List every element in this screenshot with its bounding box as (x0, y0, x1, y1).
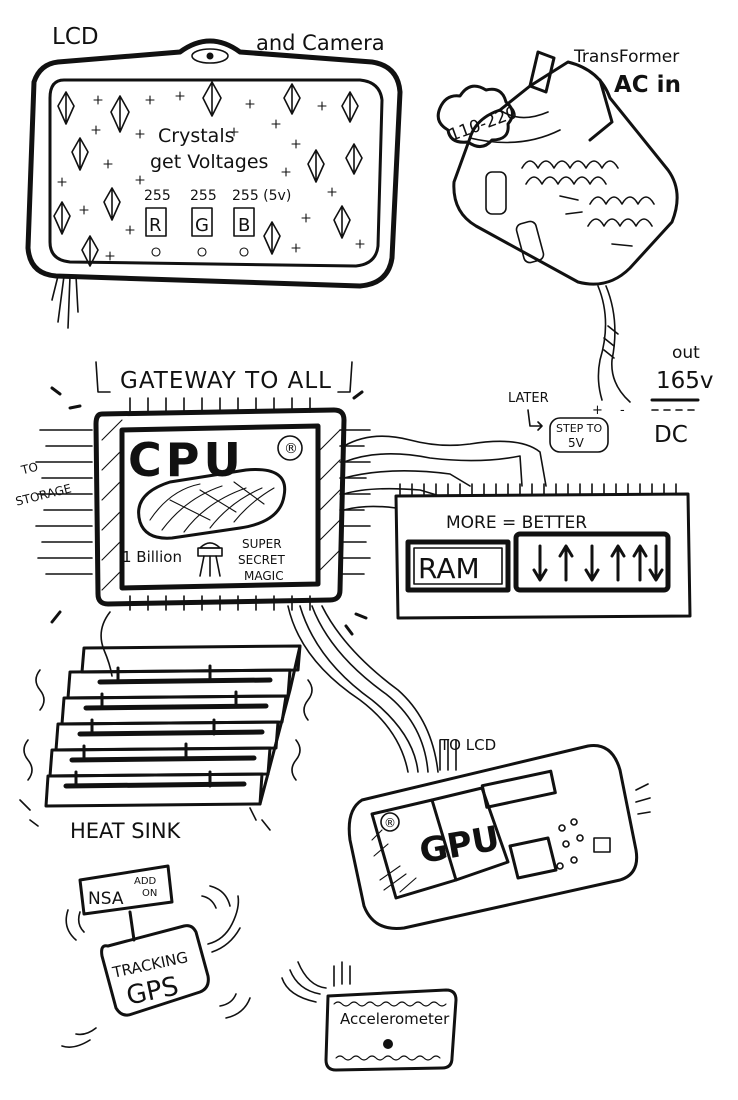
to-storage-line2: STORAGE (14, 481, 73, 508)
cpu-registered-mark: ® (284, 441, 298, 457)
billion-label: 1 Billion (122, 548, 182, 566)
channel-r-letter: R (149, 215, 162, 236)
gps-module: NSA ADD ON TRACKING GPS (61, 864, 251, 1048)
cpu-die-icon (137, 468, 287, 540)
sparkle-icons (57, 91, 365, 261)
transistor-icon (197, 542, 223, 577)
input-voltage-label: 110-220 (446, 103, 520, 146)
ram-module: MORE = BETTER RAM (343, 435, 692, 620)
plus-sign: + (592, 403, 603, 418)
camera-icon (191, 48, 229, 64)
crystals-label-line1: Crystals (158, 125, 235, 147)
magic-label-line3: MAGIC (244, 569, 284, 583)
dc-label: DC (654, 422, 688, 448)
minus-sign: - (620, 403, 625, 418)
lcd-title: LCD (52, 24, 99, 50)
to-lcd-label: TO LCD (439, 736, 496, 754)
cpu-chip: GATEWAY TO ALL CPU ® 1 Billion SUPER SEC… (14, 361, 371, 636)
heat-sink-label: HEAT SINK (70, 819, 182, 843)
transformer-title: TransFormer (573, 47, 679, 67)
ac-in-label: AC in (614, 72, 681, 98)
lcd-panel: LCD and Camera Crystals get Voltages 255… (25, 24, 403, 329)
gpu-card: ® GPU (347, 744, 651, 931)
to-storage-line1: TO (19, 460, 40, 478)
nsa-label: NSA (88, 889, 124, 909)
accelerometer-module: Accelerometer (281, 961, 458, 1072)
ram-bit-arrows (532, 544, 664, 582)
channel-g-letter: G (195, 215, 209, 236)
gpu-registered-mark: ® (384, 816, 396, 830)
out-label: out (672, 343, 700, 363)
channel-b-letter: B (238, 215, 250, 236)
ram-label: RAM (418, 552, 480, 585)
accelerometer-label: Accelerometer (340, 1010, 450, 1028)
coil-icons (485, 160, 655, 264)
magic-label-line2: SECRET (238, 553, 285, 567)
out-voltage: 165v (656, 368, 714, 394)
gateway-label: GATEWAY TO ALL (120, 368, 332, 394)
accelerometer-dot (383, 1039, 393, 1049)
gpu-pads (556, 818, 611, 870)
channel-r-value: 255 (144, 188, 171, 204)
step-to-label: STEP TO (556, 422, 603, 435)
cpu-label: CPU (128, 433, 245, 487)
heat-waves (19, 669, 313, 831)
cpu-gpu-traces (287, 605, 457, 773)
transformer: 110-220 TransFormer AC in + - out 165v D… (436, 47, 714, 453)
signal-waves (61, 885, 251, 1048)
gpu-label: GPU (416, 819, 502, 872)
ram-heading: MORE = BETTER (446, 513, 587, 533)
magic-label-line1: SUPER (242, 537, 282, 551)
channel-b-value: 255 (5v) (232, 188, 291, 204)
heat-sink: HEAT SINK (19, 611, 313, 843)
step-5v-label: 5V (568, 436, 585, 450)
nsa-add-label: ADD (134, 876, 157, 887)
crystals-label-line2: get Voltages (150, 151, 268, 173)
nsa-on-label: ON (142, 888, 157, 899)
later-label: LATER (508, 391, 549, 406)
crystal-icons (53, 81, 363, 267)
channel-g-value: 255 (190, 188, 217, 204)
camera-label: and Camera (256, 31, 385, 55)
rgb-channels: 255 255 255 (5v) R G B (144, 188, 291, 257)
